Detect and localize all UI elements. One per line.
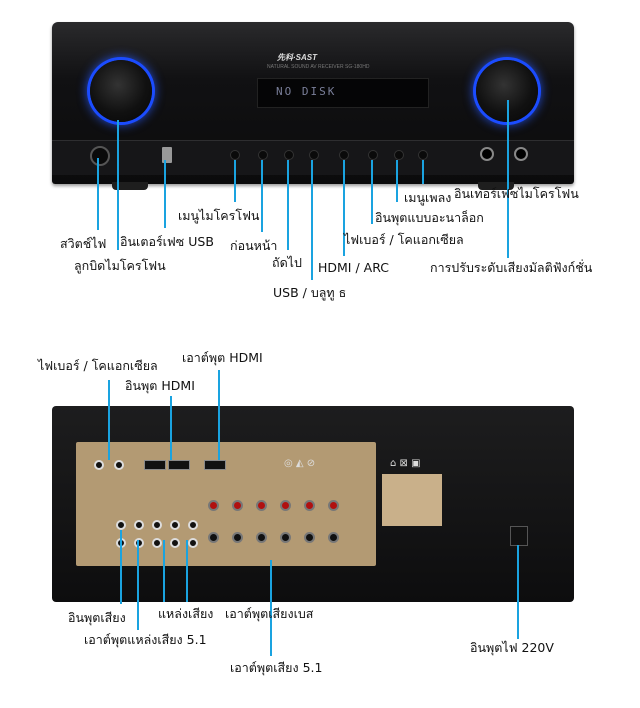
callout-line-power [97,158,99,230]
rca-out-sr[interactable] [188,538,198,548]
label-audio-output-51: เอาต์พุตเสียง 5.1 [230,660,323,675]
label-rear-fiber-coaxial: ไฟเบอร์ / โคแอกเซียล [38,358,158,373]
label-hdmi-arc: HDMI / ARC [318,260,389,275]
rca-out-c[interactable] [170,520,180,530]
coaxial-input[interactable] [114,460,124,470]
receiver-rear-panel: ◎ ◭ ⊘ ⌂ ⊠ ▣ [52,406,574,602]
next-button[interactable] [284,150,294,160]
label-power-input: อินพุตไฟ 220V [470,640,554,655]
brand-logo: 先科·SAST [277,53,317,62]
callout-line-analog [396,160,398,202]
label-previous: ก่อนหน้า [230,238,278,253]
mic-jack-2[interactable] [514,147,528,161]
callout-line-power-in [517,545,519,639]
callout-line-audio-out-51 [270,560,272,656]
callout-line-fiber [371,160,373,224]
label-multifunction: การปรับระดับเสียงมัลติฟังก์ชั่น [430,260,593,275]
callout-line-next [287,160,289,250]
speaker-terminal-red-2[interactable] [232,500,243,511]
power-button[interactable] [90,146,110,166]
usb-port[interactable] [162,147,172,163]
model-text: NATURAL SOUND AV RECEIVER SG-180HD [267,64,370,70]
label-audio-source: แหล่งเสียง [158,606,214,621]
label-music-menu: เมนูเพลง [404,190,452,205]
music-menu-button[interactable] [418,150,428,160]
receiver-front-panel: 先科·SAST NATURAL SOUND AV RECEIVER SG-180… [52,22,574,190]
callout-line-hdmi-arc [343,160,345,256]
speaker-terminal-black-6[interactable] [328,532,339,543]
label-speaker-output-51: เอาต์พุตแหล่งเสียง 5.1 [84,632,207,647]
callout-line-bass [186,540,188,602]
rear-connector-plate [76,442,376,566]
mic-menu-button[interactable] [230,150,240,160]
label-bass-output: เอาต์พุตเสียงเบส [225,606,314,621]
warning-label-plate [382,474,442,526]
mic-volume-knob[interactable] [90,60,152,122]
hdmi-arc-button[interactable] [339,150,349,160]
analog-input-button[interactable] [394,150,404,160]
speaker-terminal-black-3[interactable] [256,532,267,543]
previous-button[interactable] [258,150,268,160]
vfd-display: NO DISK [257,78,429,108]
rca-input-3[interactable] [134,520,144,530]
optical-input[interactable] [94,460,104,470]
label-hdmi-input: อินพุต HDMI [125,378,195,393]
front-foot-right [478,182,514,190]
rca-input-4[interactable] [134,538,144,548]
callout-line-music [422,160,424,184]
hdmi-input-1[interactable] [144,460,166,470]
usb-bluetooth-button[interactable] [309,150,319,160]
label-mic-knob: ลูกบิดไมโครโฟน [74,258,166,273]
callout-line-mic-knob [117,120,119,250]
label-usb-bluetooth: USB / บลูทู ธ [273,285,347,300]
speaker-terminal-black-2[interactable] [232,532,243,543]
display-readout: NO DISK [276,85,337,98]
front-foot-left [112,182,148,190]
rca-input-1[interactable] [116,520,126,530]
label-usb-interface: อินเตอร์เฟซ USB [120,234,214,249]
label-audio-input: อินพุตเสียง [68,610,126,625]
callout-line-hdmi-in [170,396,172,460]
callout-line-multifunction [507,100,509,258]
ac-power-socket[interactable] [510,526,528,546]
hdmi-input-2[interactable] [168,460,190,470]
label-mic-interface: อินเทอร์เฟซไมโครโฟน [454,186,579,201]
fiber-coaxial-button[interactable] [368,150,378,160]
speaker-terminal-red-1[interactable] [208,500,219,511]
rca-out-sl[interactable] [170,538,180,548]
callout-line-audio-source [163,540,165,602]
callout-line-usb-bt [311,160,313,280]
callout-line-rear-fiber [108,380,110,460]
callout-line-mic-menu [234,160,236,202]
callout-line-hdmi-out [218,370,220,460]
callout-line-usb [164,160,166,228]
certification-icons: ◎ ◭ ⊘ [284,458,316,469]
rca-out-fl[interactable] [152,520,162,530]
speaker-terminal-red-6[interactable] [328,500,339,511]
label-hdmi-output: เอาต์พุต HDMI [182,350,263,365]
speaker-terminal-red-4[interactable] [280,500,291,511]
speaker-terminal-black-4[interactable] [280,532,291,543]
mic-jack-1[interactable] [480,147,494,161]
label-fiber-coaxial: ไฟเบอร์ / โคแอกเซียล [344,232,464,247]
label-analog-input: อินพุตแบบอะนาล็อก [375,210,484,225]
hdmi-output[interactable] [204,460,226,470]
label-power-switch: สวิตช์ไฟ [60,236,107,251]
safety-icons: ⌂ ⊠ ▣ [390,458,421,469]
callout-line-audio-in [120,530,122,604]
label-next: ถัดไป [272,255,302,270]
label-mic-menu: เมนูไมโครโฟน [178,208,260,223]
callout-line-speaker-51 [137,540,139,630]
speaker-terminal-red-3[interactable] [256,500,267,511]
speaker-terminal-red-5[interactable] [304,500,315,511]
speaker-terminal-black-5[interactable] [304,532,315,543]
rca-out-fr[interactable] [152,538,162,548]
rca-out-sub[interactable] [188,520,198,530]
speaker-terminal-black-1[interactable] [208,532,219,543]
callout-line-previous [261,160,263,232]
